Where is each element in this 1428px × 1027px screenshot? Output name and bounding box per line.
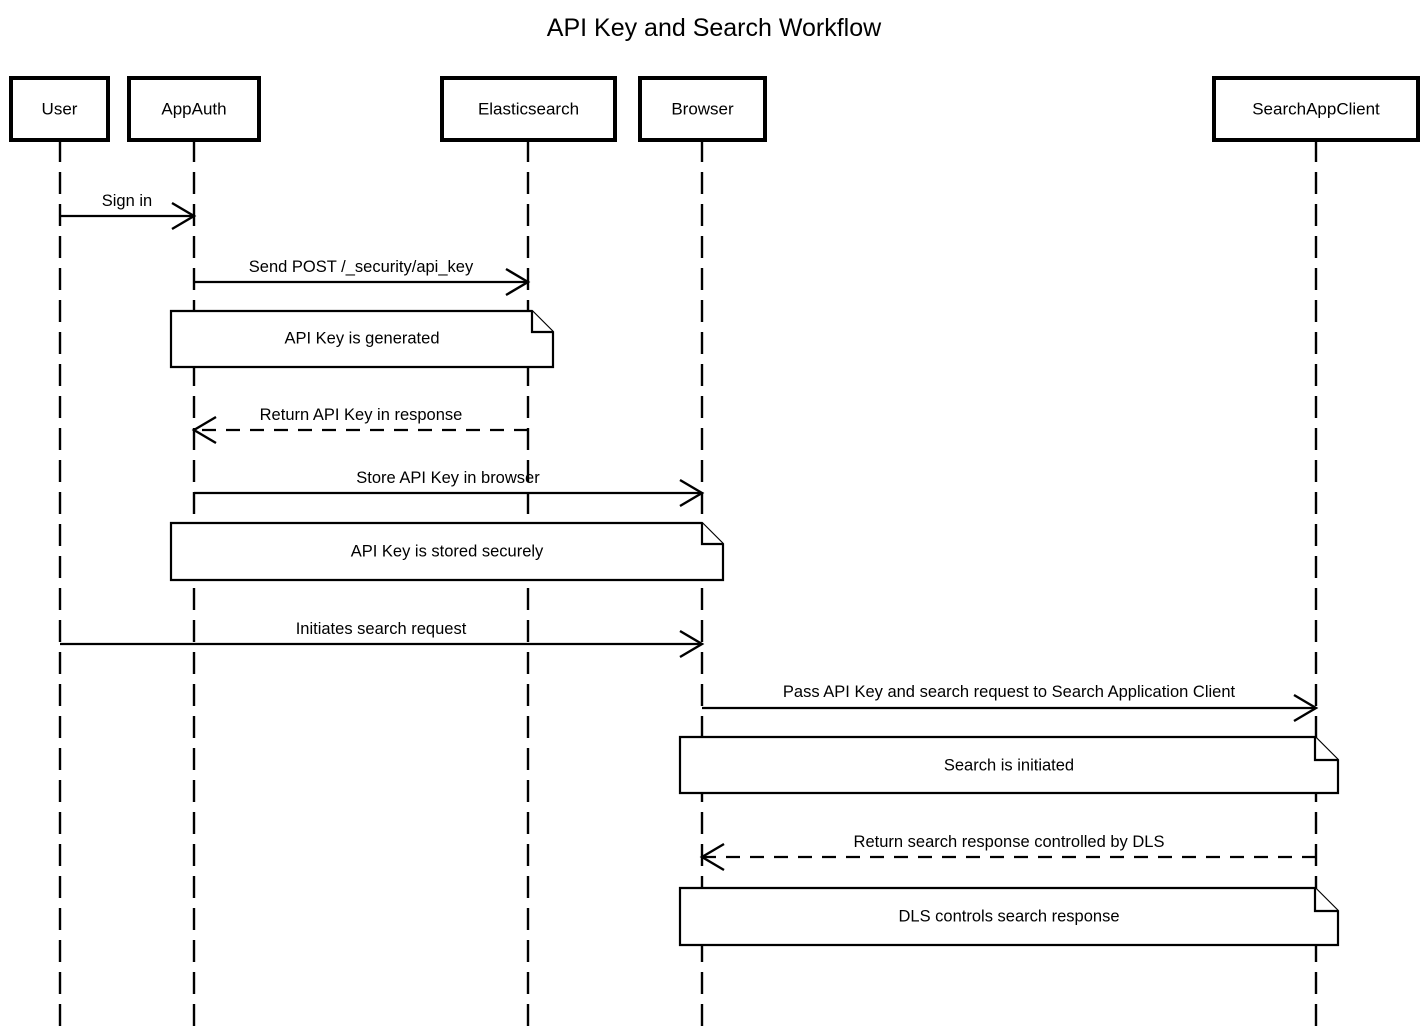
participant-label-elasticsearch: Elasticsearch bbox=[478, 99, 579, 118]
note-api-key-stored-label: API Key is stored securely bbox=[351, 542, 544, 560]
participant-box-appauth[interactable] bbox=[127, 76, 261, 142]
participant-box-browser[interactable] bbox=[638, 76, 767, 142]
lifelines-group bbox=[58, 140, 1318, 1027]
msg-pass-api-key-label: Pass API Key and search request to Searc… bbox=[783, 683, 1236, 701]
msg-initiates-search[interactable]: Initiates search request bbox=[60, 620, 705, 659]
page-title: API Key and Search Workflow bbox=[547, 14, 882, 42]
msg-send-post-label: Send POST /_security/api_key bbox=[249, 258, 474, 276]
participants-group: User AppAuth Elasticsearch Browser SearchApp… bbox=[9, 76, 1420, 142]
msg-return-api-key-label: Return API Key in response bbox=[260, 406, 463, 424]
note-api-key-stored-body bbox=[169, 521, 725, 582]
note-dls-controls-body bbox=[678, 886, 1340, 947]
msg-sign-in-arrowhead-icon bbox=[171, 201, 197, 231]
note-search-initiated-body bbox=[678, 735, 1340, 795]
messages-group: Sign in Send POST /_security/api_keyRetur… bbox=[60, 192, 1319, 872]
msg-sign-in[interactable]: Sign in bbox=[60, 192, 197, 231]
msg-return-api-key[interactable]: Return API Key in response bbox=[191, 406, 528, 445]
participant-label-browser: Browser bbox=[671, 99, 734, 118]
note-api-key-stored-fold bbox=[700, 523, 723, 546]
note-search-initiated-fold bbox=[1313, 737, 1338, 762]
participant-label-searchappclient: SearchAppClient bbox=[1252, 99, 1380, 118]
msg-return-api-key-arrowhead-icon bbox=[191, 415, 217, 445]
note-dls-controls-label: DLS controls search response bbox=[898, 907, 1119, 925]
participant-box-elasticsearch[interactable] bbox=[440, 76, 617, 142]
note-api-key-generated-fold bbox=[530, 311, 553, 334]
msg-send-post[interactable]: Send POST /_security/api_key bbox=[194, 258, 531, 297]
participant-label-user: User bbox=[42, 99, 78, 118]
note-dls-controls-fold bbox=[1313, 888, 1338, 913]
msg-store-api-key-arrowhead-icon bbox=[679, 478, 705, 508]
msg-initiates-search-label: Initiates search request bbox=[296, 620, 467, 638]
msg-pass-api-key[interactable]: Pass API Key and search request to Searc… bbox=[702, 683, 1319, 723]
msg-initiates-search-arrowhead-icon bbox=[679, 629, 705, 659]
msg-send-post-arrowhead-icon bbox=[505, 267, 531, 297]
msg-pass-api-key-arrowhead-icon bbox=[1293, 693, 1319, 723]
note-search-initiated-label: Search is initiated bbox=[944, 756, 1074, 774]
participant-box-searchappclient[interactable] bbox=[1212, 76, 1420, 142]
msg-store-api-key-label: Store API Key in browser bbox=[356, 469, 540, 487]
participant-label-appauth: AppAuth bbox=[161, 99, 226, 118]
msg-return-search-response-arrowhead-icon bbox=[699, 842, 725, 872]
note-api-key-generated-body bbox=[169, 309, 555, 369]
msg-return-search-response[interactable]: Return search response controlled by DLS bbox=[699, 833, 1316, 872]
participant-box-user[interactable] bbox=[9, 76, 110, 142]
msg-return-search-response-label: Return search response controlled by DLS bbox=[854, 833, 1165, 851]
msg-store-api-key[interactable]: Store API Key in browser bbox=[194, 469, 705, 508]
note-api-key-generated-label: API Key is generated bbox=[284, 329, 439, 347]
msg-sign-in-label: Sign in bbox=[102, 192, 152, 210]
